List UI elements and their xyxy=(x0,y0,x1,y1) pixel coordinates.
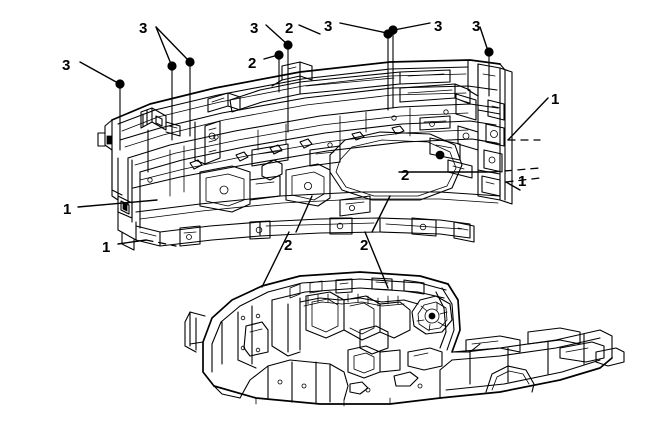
lower-mounting-feet xyxy=(179,217,475,247)
callout-label-3: 3 xyxy=(434,18,443,35)
left-end-bracket xyxy=(97,119,161,251)
cowl-dash-panel xyxy=(261,271,449,301)
right-end-plate xyxy=(467,59,513,205)
callout-label-3: 3 xyxy=(472,18,481,35)
callout-label-2: 2 xyxy=(285,20,294,37)
firewall-face xyxy=(221,297,301,369)
fastener-studs xyxy=(115,25,494,151)
callout-label-2: 2 xyxy=(284,237,293,254)
callout-label-1: 1 xyxy=(551,91,560,108)
callout-label-1: 1 xyxy=(102,239,111,256)
callout-label-3: 3 xyxy=(62,57,71,74)
upper-shelf-surface xyxy=(229,61,451,113)
floor-pan-detail xyxy=(255,371,423,407)
right-floor-section xyxy=(407,327,625,399)
carrier-detail-ribs xyxy=(147,107,449,197)
left-hinge-pillar xyxy=(184,285,269,399)
vehicle-floor-pan-cowl xyxy=(184,271,625,407)
callout-label-3: 3 xyxy=(139,20,148,37)
callout-label-3: 3 xyxy=(324,18,333,35)
callout-label-2: 2 xyxy=(401,167,410,184)
harness-retainers xyxy=(189,125,405,170)
carrier-beam-body xyxy=(127,103,499,206)
right-mounting-tabs xyxy=(429,93,479,179)
callout-label-2: 2 xyxy=(360,237,369,254)
hvac-duct-opening xyxy=(329,131,463,201)
right-upper-plate xyxy=(399,83,471,131)
hvac-module-assembly xyxy=(299,291,453,341)
callout-label-3: 3 xyxy=(250,20,259,37)
callout-label-1: 1 xyxy=(63,201,72,218)
callout-label-2: 2 xyxy=(248,55,257,72)
callout-label-1: 1 xyxy=(518,173,527,190)
callout-leader-lines xyxy=(77,22,549,289)
floor-pan-tunnel xyxy=(213,325,441,405)
instrument-panel-carrier-assembly xyxy=(97,25,513,251)
